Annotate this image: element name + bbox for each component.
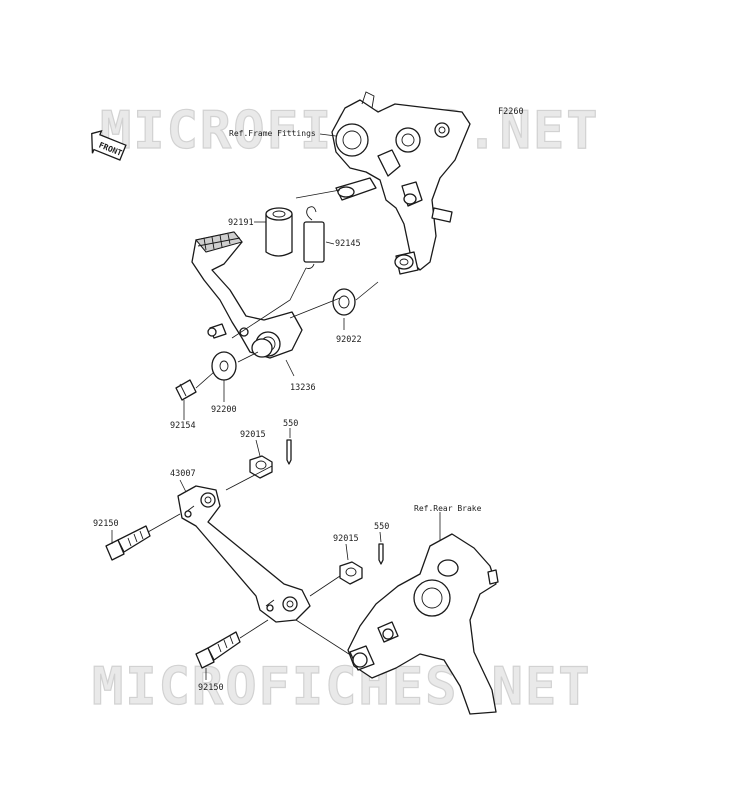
bushing-13236 bbox=[251, 338, 273, 358]
part-label-92154: 92154 bbox=[170, 421, 196, 431]
rear-brake-bracket bbox=[347, 533, 499, 715]
part-label-92150-upper: 92150 bbox=[93, 519, 119, 529]
part-label-92150-lower: 92150 bbox=[198, 683, 224, 693]
part-label-92015-lower: 92015 bbox=[333, 534, 359, 544]
watermark-bottom: MICROFICHES.NET bbox=[92, 657, 592, 717]
washer-92022 bbox=[332, 288, 356, 316]
part-label-13236: 13236 bbox=[290, 383, 316, 393]
cotter-pin-550-upper bbox=[286, 439, 292, 465]
brake-rod-43007 bbox=[177, 485, 311, 623]
part-label-92191: 92191 bbox=[228, 218, 254, 228]
part-label-92015-upper: 92015 bbox=[240, 430, 266, 440]
bolt-92150-upper bbox=[105, 525, 151, 561]
part-label-43007: 43007 bbox=[170, 469, 196, 479]
bolt-92150-lower bbox=[195, 631, 241, 669]
part-label-550-lower: 550 bbox=[374, 522, 389, 532]
diagram-code: F2260 bbox=[498, 107, 524, 117]
nut-92015-upper bbox=[249, 455, 273, 479]
part-label-550-upper: 550 bbox=[283, 419, 298, 429]
ref-frame-fittings-label: Ref.Frame Fittings bbox=[229, 129, 316, 138]
frame-fitting-bracket bbox=[331, 91, 471, 275]
collar-92191 bbox=[265, 207, 293, 257]
cotter-pin-550-lower bbox=[378, 543, 384, 565]
washer-92200 bbox=[211, 351, 237, 381]
nut-92015-lower bbox=[339, 561, 363, 585]
part-label-92145: 92145 bbox=[335, 239, 361, 249]
part-label-92022: 92022 bbox=[336, 335, 362, 345]
front-arrow-icon: FRONT bbox=[91, 130, 127, 161]
bolt-92154 bbox=[175, 379, 197, 401]
ref-rear-brake-label: Ref.Rear Brake bbox=[414, 504, 482, 513]
spring-92145 bbox=[303, 206, 325, 269]
part-label-92200: 92200 bbox=[211, 405, 237, 415]
